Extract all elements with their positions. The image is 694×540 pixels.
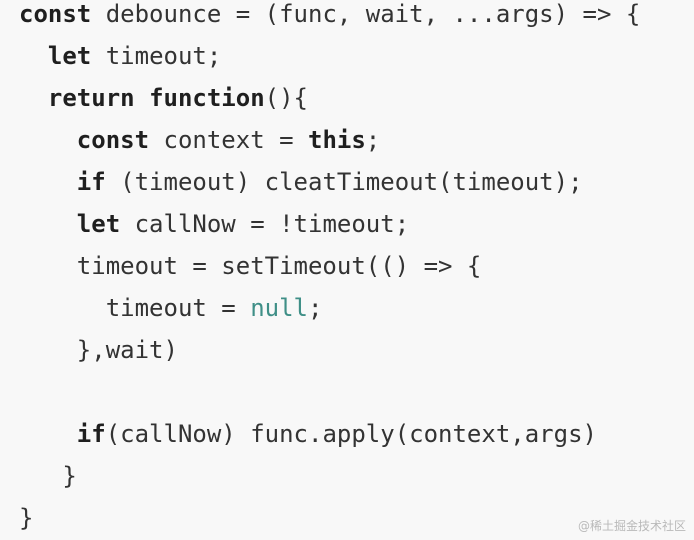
- code-token: }: [19, 504, 34, 532]
- code-token: [19, 126, 77, 154]
- code-line: timeout = null;: [19, 291, 323, 325]
- code-line: }: [19, 459, 77, 493]
- code-line: }: [19, 501, 33, 535]
- code-token: [19, 210, 77, 238]
- keyword-token: let: [47, 42, 92, 70]
- code-token: timeout =: [19, 294, 251, 322]
- literal-token: null: [250, 294, 308, 322]
- code-token: (callNow) func.apply(context,args): [105, 420, 597, 448]
- code-token: [19, 84, 48, 112]
- keyword-token: let: [76, 210, 121, 238]
- code-line: return function(){: [19, 81, 308, 115]
- code-token: (){: [264, 84, 309, 112]
- code-line: let timeout;: [19, 39, 221, 73]
- keyword-token: function: [149, 84, 265, 112]
- code-token: timeout = setTimeout(() => {: [19, 252, 482, 280]
- keyword-token: if: [76, 420, 106, 448]
- code-token: ;: [307, 294, 323, 322]
- keyword-token: const: [76, 126, 150, 154]
- code-token: [19, 168, 77, 196]
- code-line: },wait): [19, 333, 178, 367]
- code-line: const debounce = (func, wait, ...args) =…: [19, 0, 640, 31]
- watermark-text: @稀土掘金技术社区: [577, 519, 686, 533]
- keyword-token: const: [19, 0, 92, 28]
- code-token: context =: [149, 126, 308, 154]
- code-line: timeout = setTimeout(() => {: [19, 249, 482, 283]
- code-token: }: [19, 462, 77, 490]
- code-token: [19, 420, 77, 448]
- code-line: const context = this;: [19, 123, 380, 157]
- code-line: if (timeout) cleatTimeout(timeout);: [19, 165, 583, 199]
- code-token: timeout;: [91, 42, 222, 70]
- code-line: if(callNow) func.apply(context,args): [19, 417, 597, 451]
- code-token: ;: [365, 126, 381, 154]
- keyword-token: if: [76, 168, 106, 196]
- code-token: [19, 42, 48, 70]
- keyword-token: return: [47, 84, 135, 112]
- code-token: },wait): [19, 336, 178, 364]
- code-token: callNow = !timeout;: [120, 210, 410, 238]
- code-token: (timeout) cleatTimeout(timeout);: [105, 168, 583, 196]
- code-token: [135, 84, 149, 112]
- code-token: debounce = (func, wait, ...args) => {: [91, 0, 641, 28]
- code-line: let callNow = !timeout;: [19, 207, 409, 241]
- keyword-token: this: [308, 126, 366, 154]
